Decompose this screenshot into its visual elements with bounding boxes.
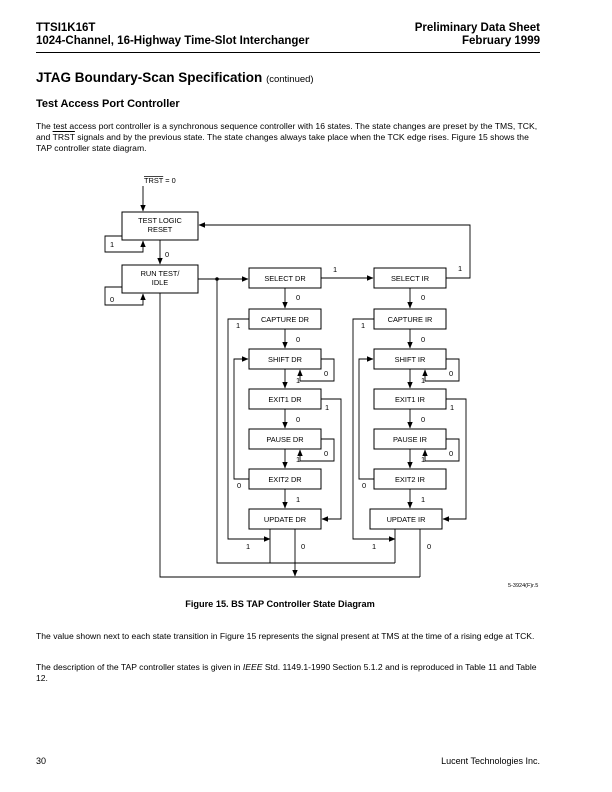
- section-continued: (continued): [266, 74, 314, 85]
- shift-dr-self-loop-label: 0: [324, 369, 328, 378]
- state-test-logic-reset-label-2: RESET: [148, 225, 173, 234]
- description-text-a: The description of the TAP controller st…: [36, 662, 243, 672]
- state-shift-ir-label: SHIFT IR: [395, 355, 426, 364]
- exit1-dr-to-update-dr-arrow: [321, 398, 342, 522]
- running-header-left: TTSI1K16T 1024-Channel, 16-Highway Time-…: [36, 22, 309, 48]
- exit1-dr-to-update-dr-label: 1: [325, 403, 329, 412]
- state-capture-dr-label: CAPTURE DR: [261, 315, 309, 324]
- state-update-dr-label: UPDATE DR: [264, 515, 306, 524]
- pause-ir-self-loop: [422, 438, 460, 462]
- state-capture-ir-label: CAPTURE IR: [388, 315, 433, 324]
- select-ir-to-tlr-label: 1: [458, 264, 462, 273]
- pause-ir-to-exit2-ir-label: 1: [421, 455, 425, 464]
- state-exit1-ir-label: EXIT1 IR: [395, 395, 425, 404]
- state-pause-ir-label: PAUSE IR: [393, 435, 427, 444]
- intro-text-a: The test access port controller is a syn…: [36, 121, 538, 143]
- select-dr-to-capture-dr-label: 0: [296, 293, 300, 302]
- section-title-text: JTAG Boundary-Scan Specification: [36, 70, 263, 85]
- state-update-dr: [248, 508, 322, 530]
- tlr-self-loop-label: 1: [110, 240, 114, 249]
- return-to-run-test-idle-bus: [159, 293, 420, 578]
- trst-signal: TRST: [52, 132, 75, 143]
- figure-id: 5-3924(F)r.5: [508, 583, 538, 589]
- transition-note-paragraph: The value shown next to each state trans…: [36, 631, 535, 641]
- capture-dr-to-update-dr-label: 1: [236, 321, 240, 330]
- update-dr-exit-0-label: 0: [301, 542, 305, 551]
- reset-input-value: = 0: [163, 176, 176, 185]
- reset-input-label: TRST = 0: [144, 176, 176, 185]
- tlr-self-loop: [104, 235, 146, 253]
- document-part-number: TTSI1K16T: [36, 22, 96, 34]
- section-title: JTAG Boundary-Scan Specification (contin…: [36, 70, 314, 85]
- page-number: 30: [36, 756, 47, 766]
- exit2-ir-to-shift-ir-arrow: [358, 356, 374, 480]
- update-dr-exit-1-label: 1: [246, 542, 250, 551]
- exit2-ir-to-shift-ir-label: 0: [362, 481, 366, 490]
- select-ir-to-tlr-arrow: [198, 222, 471, 279]
- rti-self-loop-label: 0: [110, 295, 114, 304]
- capture-dr-to-shift-dr-label: 0: [296, 335, 300, 344]
- shift-dr-to-exit1-dr-label: 1: [296, 376, 300, 385]
- reset-input-trst: TRST: [144, 176, 164, 185]
- pause-dr-self-loop-label: 0: [324, 449, 328, 458]
- exit1-dr-to-pause-dr-label: 0: [296, 415, 300, 424]
- rti-self-loop: [104, 286, 146, 306]
- subsection-title: Test Access Port Controller: [36, 98, 180, 110]
- description-text-b: Std. 1149.1-1990 Section 5.1.2 and is re…: [36, 662, 537, 684]
- document-status: Preliminary Data Sheet: [414, 22, 540, 34]
- pause-ir-self-loop-label: 0: [449, 449, 453, 458]
- capture-dr-to-update-dr-arrow: [227, 318, 271, 542]
- figure-caption: Figure 15. BS TAP Controller State Diagr…: [185, 599, 375, 609]
- shift-ir-self-loop: [422, 358, 460, 382]
- running-header-right: Preliminary Data Sheet February 1999: [415, 22, 540, 48]
- pause-dr-to-exit2-dr-label: 1: [296, 455, 300, 464]
- exit1-ir-to-update-ir-label: 1: [450, 403, 454, 412]
- state-test-logic-reset-label-1: TEST LOGIC: [138, 216, 182, 225]
- state-update-ir: [369, 508, 443, 530]
- exit1-ir-to-pause-ir-label: 0: [421, 415, 425, 424]
- pause-dr-self-loop: [297, 438, 335, 462]
- state-run-test-idle: [121, 264, 199, 294]
- document-date: February 1999: [462, 35, 540, 47]
- select-dr-to-select-ir-label: 1: [333, 265, 337, 274]
- ieee-reference: IEEE: [242, 662, 263, 672]
- capture-ir-to-update-ir-label: 1: [361, 321, 365, 330]
- exit1-ir-to-update-ir-arrow: [442, 398, 467, 522]
- exit2-dr-to-shift-dr-arrow: [233, 356, 249, 480]
- exit2-dr-to-update-dr-label: 1: [296, 495, 300, 504]
- state-update-ir-label: UPDATE IR: [387, 515, 426, 524]
- exit2-ir-to-update-ir-label: 1: [421, 495, 425, 504]
- capture-ir-to-update-ir-arrow: [352, 318, 396, 542]
- header-rule: [36, 52, 540, 53]
- return-to-select-dr-bus: [216, 279, 395, 564]
- description-paragraph: The description of the TAP controller st…: [36, 662, 546, 684]
- state-run-test-idle-label-2: IDLE: [152, 278, 169, 287]
- capture-ir-to-shift-ir-label: 0: [421, 335, 425, 344]
- state-select-dr-label: SELECT DR: [264, 274, 305, 283]
- shift-dr-self-loop: [297, 358, 335, 382]
- intro-text-b: signals and by the previous state. The s…: [36, 132, 529, 154]
- state-run-test-idle-label-1: RUN TEST/: [141, 269, 181, 278]
- document-subtitle: 1024-Channel, 16-Highway Time-Slot Inter…: [36, 35, 310, 47]
- tlr-to-rti-label: 0: [165, 250, 169, 259]
- shift-ir-self-loop-label: 0: [449, 369, 453, 378]
- select-ir-to-capture-ir-label: 0: [421, 293, 425, 302]
- state-shift-dr-label: SHIFT DR: [268, 355, 302, 364]
- state-select-ir-label: SELECT IR: [391, 274, 429, 283]
- state-exit1-dr-label: EXIT1 DR: [268, 395, 301, 404]
- shift-ir-to-exit1-ir-label: 1: [421, 376, 425, 385]
- state-pause-dr-label: PAUSE DR: [266, 435, 303, 444]
- exit2-dr-to-shift-dr-label: 0: [237, 481, 241, 490]
- update-ir-exit-1-label: 1: [372, 542, 376, 551]
- intro-paragraph: The test access port controller is a syn…: [36, 121, 546, 155]
- footer-company: Lucent Technologies Inc.: [441, 756, 540, 766]
- state-exit2-ir-label: EXIT2 IR: [395, 475, 425, 484]
- update-ir-exit-0-label: 0: [427, 542, 431, 551]
- state-exit2-dr-label: EXIT2 DR: [268, 475, 301, 484]
